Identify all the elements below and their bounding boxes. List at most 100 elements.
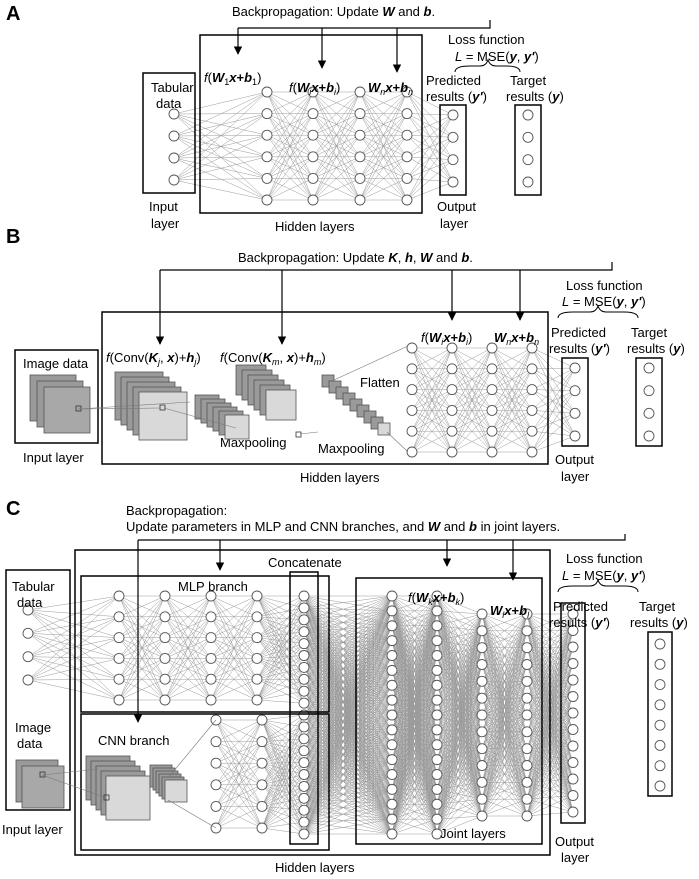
panel-b-edge <box>451 430 493 453</box>
panel-b-target-node <box>643 362 655 374</box>
panel-c-target-node <box>654 739 666 751</box>
panel-b-edge <box>531 367 576 370</box>
panel-a-node <box>261 172 273 184</box>
panel-a-edge <box>312 91 361 157</box>
panel-c-joint-node <box>386 620 398 632</box>
panel-c-image-layer <box>21 765 65 809</box>
panel-c-joint-edge <box>481 748 528 817</box>
panel-c-output-node <box>567 790 579 801</box>
panel-c-edge <box>256 658 305 680</box>
panel-c-joint-node <box>521 675 533 687</box>
panel-c-concat-node <box>298 614 310 626</box>
panel-b-node <box>486 425 498 437</box>
panel-c-edge <box>261 726 305 742</box>
panel-a-node <box>168 108 180 120</box>
panel-b-edge <box>531 389 576 414</box>
panel-a-label: A <box>6 3 20 25</box>
panel-a-edge <box>406 114 454 136</box>
panel-b-flatten: Flatten <box>360 375 400 390</box>
panel-c-edge <box>261 719 305 763</box>
panel-c-target-node <box>654 780 666 792</box>
panel-a-backprop-text: Backpropagation: Update W and b. <box>232 4 435 19</box>
panel-c-edge <box>256 616 305 632</box>
panel-c-input-box <box>5 569 71 811</box>
panel-a-edge <box>359 91 408 179</box>
panel-a-node <box>354 172 366 184</box>
panel-c-concat-node <box>298 745 310 757</box>
panel-c-joint-edge <box>436 681 483 775</box>
panel-a-node <box>261 86 273 98</box>
panel-c-tabular-2: data <box>17 595 43 610</box>
panel-c-edge <box>261 741 305 775</box>
panel-c-output-node <box>567 641 579 653</box>
panel-b-loss-brace <box>557 304 639 319</box>
panel-c-joint-node <box>431 798 443 810</box>
panel-c-joint-edge <box>481 613 528 817</box>
panel-c-mlp-edge <box>118 595 166 618</box>
panel-a-edge <box>266 91 314 201</box>
panel-a-edge <box>406 91 454 183</box>
panel-b-node <box>526 425 538 437</box>
panel-a-edge <box>406 181 454 201</box>
panel-c-mlp-node <box>205 694 217 706</box>
panel-c-edge <box>256 637 305 680</box>
panel-a-output-node <box>447 154 459 166</box>
panel-b-edge <box>531 368 576 414</box>
panel-c-joint-edge <box>436 613 483 641</box>
panel-c-edge <box>261 714 305 764</box>
panel-c-hidden-box <box>74 549 551 856</box>
panel-c-mlp-edge <box>27 595 120 611</box>
panel-a-node <box>354 86 366 98</box>
panel-c-edge <box>261 714 305 829</box>
panel-b-edge <box>531 390 576 432</box>
panel-b-hidden-label: Hidden layers <box>300 470 380 485</box>
panel-a-loss-eq: L = MSE(y, y') <box>455 49 539 64</box>
panel-c-edge <box>261 750 305 785</box>
panel-b-edge <box>411 347 453 453</box>
panel-c-mlp-node <box>113 694 125 706</box>
panel-a-edge <box>406 137 454 201</box>
panel-c-edge <box>256 616 305 656</box>
panel-c-mlp-node <box>205 611 217 623</box>
panel-c-edge <box>256 699 305 704</box>
panel-c-joint-edge <box>481 613 528 665</box>
panel-c-output-node <box>567 691 579 702</box>
panel-a-edge <box>406 156 454 183</box>
panel-c-joint-edge <box>436 698 483 790</box>
panel-c-edge <box>261 798 305 829</box>
panel-a-predicted-1: Predicted <box>426 73 481 88</box>
panel-b-edge <box>451 347 493 370</box>
panel-a-predicted-2: results (y') <box>426 89 487 104</box>
panel-c-mlp-edge <box>210 616 258 701</box>
panel-c-mlp-edge <box>164 637 212 701</box>
panel-b-formula-1: f(Wix+bi) <box>421 330 472 347</box>
panel-b-node <box>446 384 458 396</box>
panel-c-cnn-node <box>256 757 268 769</box>
panel-c-mlp-edge <box>27 633 120 638</box>
panel-c-joint-node <box>386 813 398 825</box>
panel-c-backprop-2: Update parameters in MLP and CNN branche… <box>126 519 560 534</box>
panel-c-joint-edge <box>436 699 483 716</box>
panel-b-target-1: Target <box>631 325 668 340</box>
panel-c-mlp-edge <box>27 656 120 701</box>
panel-b-node <box>406 384 418 396</box>
panel-c-joint-edge <box>436 647 483 835</box>
panel-c-edge <box>261 714 305 807</box>
panel-c-joint-edge <box>436 613 483 656</box>
panel-c-concat-node <box>298 661 310 673</box>
panel-c-joint-edge <box>436 714 483 760</box>
panel-c-edge <box>256 678 305 692</box>
panel-a-input-layer-1: Input <box>149 199 178 214</box>
panel-c-concat-node <box>298 769 310 780</box>
panel-c-joint-node <box>521 776 533 788</box>
panel-c-output-node <box>567 625 579 636</box>
panel-c-mlp-edge <box>210 595 258 701</box>
panel-c-mlp-node <box>251 632 263 644</box>
panel-c-edge <box>261 786 305 829</box>
panel-c-joint-edge <box>436 681 483 805</box>
panel-c-mlp-node <box>159 652 171 664</box>
panel-c-joint-node <box>386 754 398 766</box>
panel-b-edge <box>451 389 493 453</box>
panel-c-mlp-edge <box>164 616 212 701</box>
